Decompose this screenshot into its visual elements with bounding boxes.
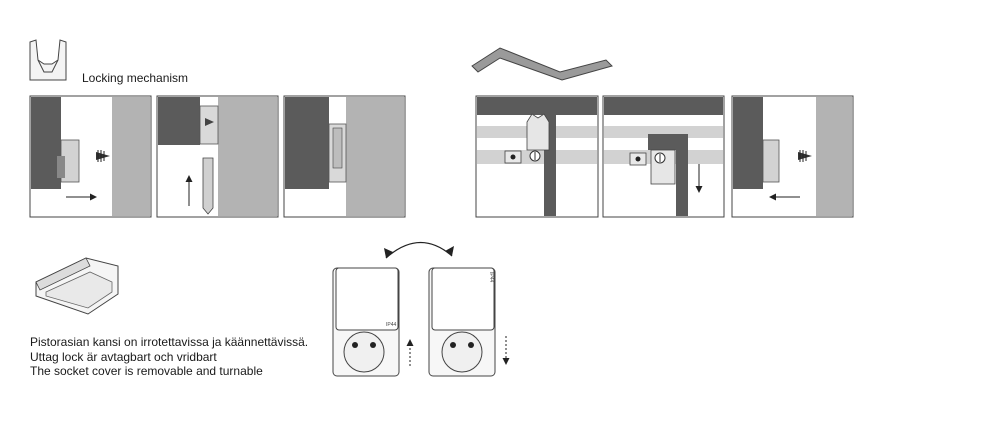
socket-right-rating: IP44 xyxy=(488,272,494,283)
caption-english: The socket cover is removable and turnab… xyxy=(30,364,263,378)
cover-key-tool-icon xyxy=(471,47,613,81)
caption-finnish: Pistorasian kansi on irrotettavissa ja k… xyxy=(30,335,309,349)
locking-clip-icon xyxy=(29,39,67,81)
locking-mechanism-label: Locking mechanism xyxy=(82,71,189,85)
step-panel-3 xyxy=(283,95,406,218)
step-panel-2 xyxy=(156,95,279,218)
rotate-arrow-icon xyxy=(384,241,454,259)
socket-left xyxy=(332,267,414,377)
step-panel-1 xyxy=(29,95,152,218)
caption-swedish: Uttag lock är avtagbart och vridbart xyxy=(30,350,217,364)
step-panel-5 xyxy=(602,95,725,218)
step-panel-4 xyxy=(475,95,599,218)
socket-left-rating: IP44 xyxy=(386,322,397,328)
step-panel-6 xyxy=(731,95,854,218)
socket-right xyxy=(428,267,510,377)
socket-cover-illustration xyxy=(35,257,119,315)
